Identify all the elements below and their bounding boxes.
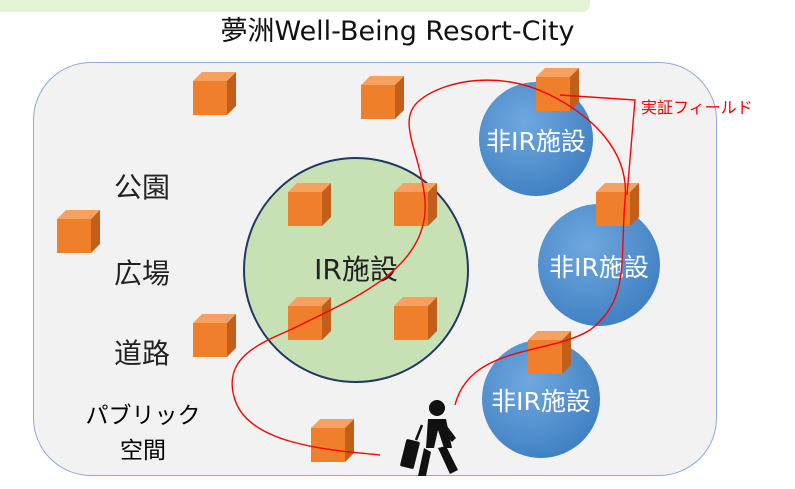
non-ir-facility-label-1: 非IR施設 [486, 127, 586, 156]
cube-icon [311, 419, 354, 462]
field-path [231, 79, 627, 456]
non-ir-facility-label-3: 非IR施設 [491, 387, 591, 416]
cube-icon [193, 314, 236, 357]
cube-icon [193, 72, 236, 115]
cube-icon [528, 331, 571, 374]
plaza-label: 広場 [114, 257, 170, 290]
non-ir-facility-circle-2 [538, 204, 660, 326]
field-label: 実証フィールド [641, 98, 753, 117]
traveler-with-suitcase-icon [400, 400, 458, 476]
non-ir-facility-label-2: 非IR施設 [549, 253, 649, 282]
cube-icon [361, 76, 404, 119]
public-space-label-line2: 空間 [120, 438, 166, 464]
ir-facility-label: IR施設 [314, 253, 398, 286]
field-callout-line [559, 94, 636, 196]
cube-icon [536, 68, 579, 111]
public-space-label-line1: パブリック [86, 403, 201, 429]
header-band [0, 0, 590, 12]
park-label: 公園 [114, 171, 170, 204]
cube-icon [394, 297, 437, 340]
title-main: Well-Being Resort-City [274, 16, 575, 47]
cube-icon [288, 297, 331, 340]
cube-icon [288, 183, 331, 226]
cube-icon [596, 183, 639, 226]
diagram-title: 夢洲Well-Being Resort-City [0, 12, 795, 52]
cube-icon [394, 183, 437, 226]
title-prefix: 夢洲 [220, 16, 275, 47]
non-ir-facility-circle-3 [482, 340, 600, 458]
cube-icon [57, 210, 100, 253]
road-label: 道路 [114, 337, 170, 370]
